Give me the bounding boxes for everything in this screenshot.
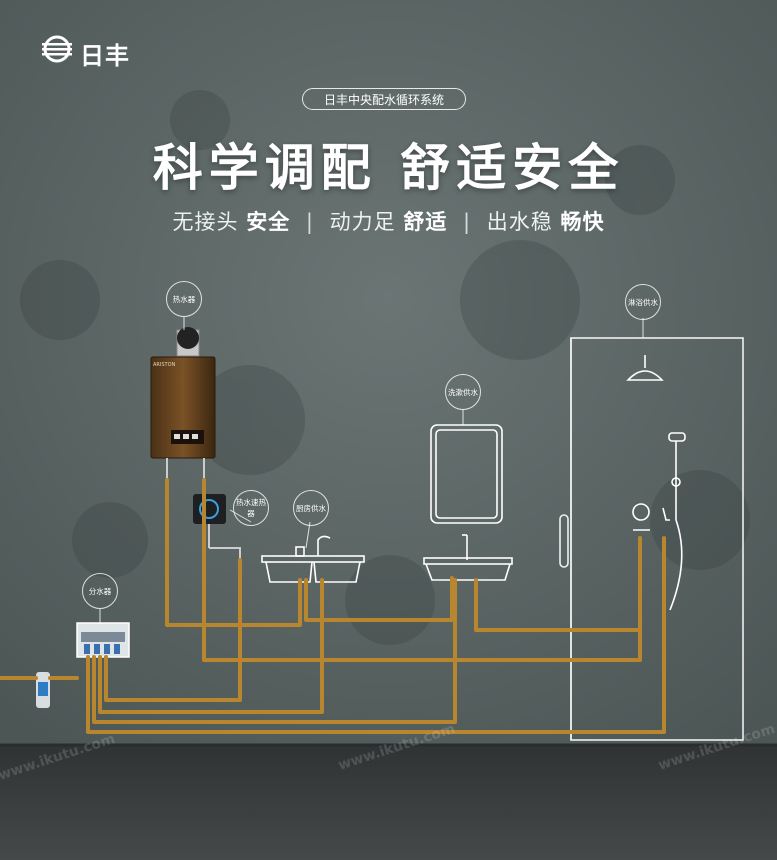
label-circulator: 热水速热器 — [233, 490, 269, 526]
shower-enclosure — [559, 337, 744, 741]
headline: 科学调配 舒适安全 — [152, 139, 625, 197]
kitchen-sink-icon — [261, 535, 365, 583]
brand-logo-icon — [42, 35, 72, 63]
label-washbasin: 洗漱供水 — [445, 374, 481, 410]
heater-brand-text: ARISTON — [153, 362, 176, 368]
label-water-heater: 热水器 — [166, 281, 202, 317]
subtitle-separator: | — [463, 210, 472, 234]
manifold — [76, 622, 130, 658]
subtitle-item-3: 出水稳 畅快 — [486, 210, 605, 234]
washbasin-icon — [423, 424, 513, 581]
circulator-pump — [193, 494, 241, 560]
system-badge: 日丰中央配水循环系统 — [302, 88, 466, 110]
handheld-shower-icon — [632, 432, 686, 611]
brand-name: 日丰 — [80, 42, 130, 70]
rain-shower-head-icon — [626, 355, 664, 381]
subtitle-item-1: 无接头 安全 — [172, 210, 291, 234]
pre-filter — [36, 672, 50, 708]
wall-texture — [20, 90, 750, 645]
subtitle-separator: | — [305, 210, 314, 234]
subtitle-item-2: 动力足 舒适 — [329, 210, 448, 234]
label-manifold: 分水器 — [82, 573, 118, 609]
floor — [0, 745, 777, 860]
label-shower: 淋浴供水 — [625, 284, 661, 320]
label-kitchen: 厨房供水 — [293, 490, 329, 526]
subtitle: 无接头 安全 | 动力足 舒适 | 出水稳 畅快 — [0, 206, 777, 236]
pipes — [0, 478, 666, 734]
water-heater — [150, 327, 216, 480]
